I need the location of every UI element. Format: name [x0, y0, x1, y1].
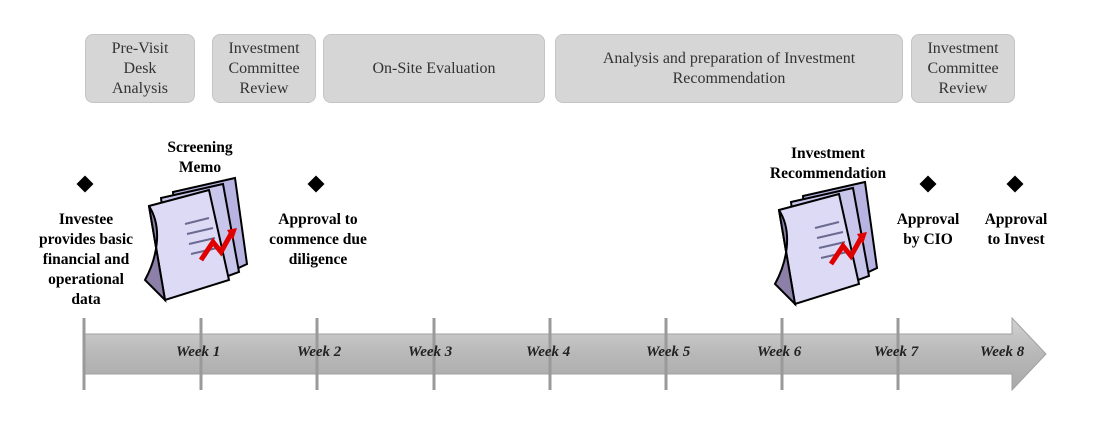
milestone-approval-cio: Approval by CIO — [896, 211, 960, 248]
week-label-8: Week 8 — [980, 344, 1025, 360]
week-label-6: Week 6 — [757, 344, 802, 360]
phase-investment-committee-review-1: Investment Committee Review — [212, 34, 316, 103]
phase-label: Investment Committee Review — [228, 39, 300, 97]
phase-label: Investment Committee Review — [927, 39, 999, 97]
phase-analysis-preparation: Analysis and preparation of Investment R… — [555, 34, 903, 103]
week-label-2: Week 2 — [297, 344, 342, 360]
week-label-1: Week 1 — [176, 344, 221, 360]
timeline-arrow — [83, 316, 1047, 392]
phase-on-site-evaluation: On-Site Evaluation — [323, 34, 545, 103]
milestone-investee-data: Investee provides basic financial and op… — [38, 211, 134, 308]
document-icon — [143, 176, 249, 303]
phase-label: Analysis and preparation of Investment R… — [602, 49, 856, 87]
phase-pre-visit-desk-analysis: Pre-Visit Desk Analysis — [85, 34, 195, 103]
week-label-3: Week 3 — [408, 344, 453, 360]
phase-investment-committee-review-2: Investment Committee Review — [911, 34, 1015, 103]
phase-label: Pre-Visit Desk Analysis — [111, 39, 169, 97]
phase-label: On-Site Evaluation — [372, 59, 496, 77]
document-icon — [773, 180, 879, 307]
milestone-investment-recommendation: Investment Recommendation — [769, 145, 887, 182]
timeline-ticks — [82, 318, 900, 390]
week-label-7: Week 7 — [874, 344, 919, 360]
milestone-approval-due-diligence: Approval to commence due diligence — [269, 211, 367, 268]
week-label-4: Week 4 — [526, 344, 571, 360]
week-label-5: Week 5 — [646, 344, 691, 360]
milestone-approval-invest: Approval to Invest — [984, 211, 1048, 248]
milestone-screening-memo: Screening Memo — [167, 139, 233, 176]
